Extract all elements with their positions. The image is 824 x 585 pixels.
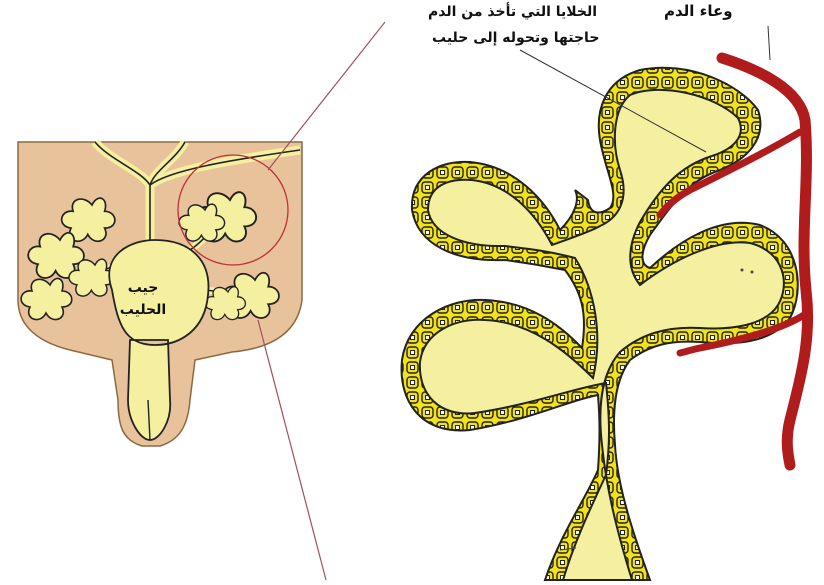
vessel-leader-line bbox=[768, 26, 770, 60]
magnified-lobule bbox=[402, 68, 798, 580]
zoom-line-top bbox=[268, 22, 385, 170]
secretory-cells-label-line1: الخلايا التي تأخذ من الدم bbox=[428, 4, 597, 20]
zoom-line-bottom bbox=[258, 320, 326, 580]
milk-sinus-label-line1: جيب bbox=[118, 280, 168, 296]
blood-vessel-label: وعاء الدم bbox=[664, 2, 733, 20]
secretory-cells-label-line2: حاجتها وتحوله إلى حليب bbox=[432, 30, 599, 46]
milk-sinus-label-line2: الحليب bbox=[114, 302, 172, 318]
